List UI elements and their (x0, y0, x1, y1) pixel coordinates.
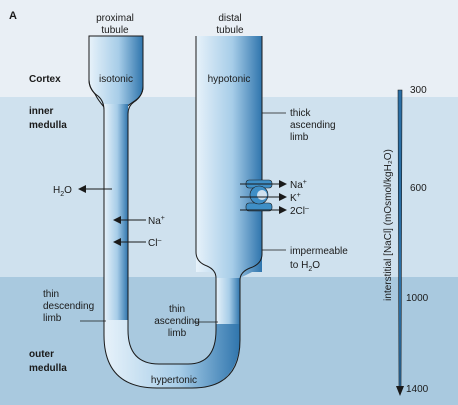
water-label: H2O (53, 185, 72, 198)
thick-limb-label-2: ascending (290, 120, 336, 131)
hypertonic-label: hypertonic (151, 375, 197, 386)
osmolality-scale (396, 89, 404, 396)
tubule-outline-outer (88, 36, 263, 389)
distal-header-1: distal (218, 13, 241, 24)
ascending-limb-thick (196, 36, 262, 272)
proximal-header-2: tubule (101, 25, 129, 36)
panel-letter: A (9, 10, 17, 22)
isotonic-label: isotonic (99, 74, 133, 85)
thick-limb-label-3: limb (290, 132, 309, 143)
thin-ascending-label-1: thin (169, 304, 185, 315)
sodium-label-right: Na+ (290, 179, 307, 191)
scale-tick-1400: 1400 (406, 384, 429, 395)
thin-ascending-label-2: ascending (154, 316, 200, 327)
descending-limb-upper (88, 35, 144, 108)
potassium-label-right: K+ (290, 192, 301, 204)
zone-outer-medulla-label-2: medulla (29, 363, 67, 374)
hypotonic-label: hypotonic (208, 74, 251, 85)
zone-inner-medulla-label-1: inner (29, 106, 54, 117)
thin-descending-label-2: descending (43, 301, 94, 312)
nkcc-transporter (245, 179, 273, 212)
zone-outer-medulla-label-1: outer (29, 349, 54, 360)
impermeable-label-1: impermeable (290, 246, 348, 257)
tubule-outline-inner (127, 36, 217, 365)
thin-ascending-label-3: limb (168, 328, 187, 339)
descending-limb-thin (104, 104, 128, 324)
chloride-label-right: 2Cl– (290, 205, 309, 217)
thin-descending-label-3: limb (43, 313, 62, 324)
thick-limb-label-1: thick (290, 108, 312, 119)
scale-tick-300: 300 (410, 85, 427, 96)
proximal-header-1: proximal (96, 13, 134, 24)
scale-tick-600: 600 (410, 183, 427, 194)
scale-axis-label: interstitial [NaCl] (mOsmol/kgH₂O) (383, 149, 394, 301)
thick-to-thin-taper (196, 258, 262, 278)
zone-cortex-label: Cortex (29, 74, 61, 85)
impermeable-label-2: to H2O (290, 260, 320, 273)
chloride-label-left: Cl– (148, 237, 161, 249)
distal-header-2: tubule (216, 25, 244, 36)
zone-inner-medulla-label-2: medulla (29, 120, 67, 131)
loop-bend (104, 320, 240, 388)
scale-tick-1000: 1000 (406, 293, 429, 304)
thin-descending-label-1: thin (43, 289, 59, 300)
sodium-label-left: Na+ (148, 215, 165, 227)
